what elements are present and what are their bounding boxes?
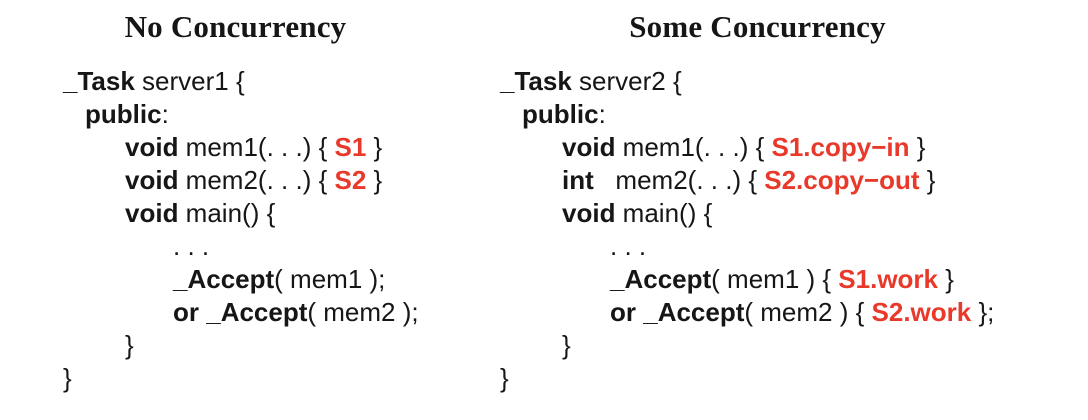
code-token: void [125, 132, 179, 162]
code-token: } [63, 363, 72, 393]
code-token: _Accept [206, 297, 308, 327]
panel-no-concurrency: No Concurrency _Task server1 {public:voi… [63, 8, 419, 395]
panel-some-concurrency: Some Concurrency _Task server2 {public:v… [500, 8, 1015, 395]
code-token: _Accept [643, 297, 745, 327]
code-line: } [63, 329, 408, 362]
code-line: . . . [63, 230, 408, 263]
code-token: } [366, 165, 383, 195]
code-token: server2 { [571, 66, 682, 96]
code-token: ( mem2 ); [307, 297, 419, 327]
code-line: int mem2(. . .) { S2.copy−out } [500, 164, 1015, 197]
code-token: int [562, 165, 594, 195]
code-token: ( mem1 ) { [711, 264, 839, 294]
code-token: or [610, 297, 636, 327]
code-token-highlight: S1 [334, 132, 367, 162]
code-line: . . . [500, 230, 1015, 263]
panel-title-some-concurrency: Some Concurrency [629, 9, 886, 44]
code-line: _Task server1 { [63, 65, 408, 98]
code-line: or _Accept( mem2 ) { S2.work }; [500, 296, 1015, 329]
code-line: void main() { [500, 197, 1015, 230]
code-line: void mem1(. . .) { S1.copy−in } [500, 131, 1015, 164]
code-token: mem2(. . .) { [178, 165, 335, 195]
code-line: void mem2(. . .) { S2 } [63, 164, 408, 197]
code-token: } [366, 132, 383, 162]
code-line: } [500, 329, 1015, 362]
code-token-highlight: S2 [334, 165, 367, 195]
code-line: void mem1(. . .) { S1 } [63, 131, 408, 164]
code-token: : [161, 99, 169, 129]
code-token-highlight: S2.copy−out [764, 165, 920, 195]
code-token: server1 { [134, 66, 245, 96]
code-line: public: [500, 98, 1015, 131]
code-token: ( mem2 ) { [744, 297, 872, 327]
code-line: _Accept( mem1 ); [63, 263, 408, 296]
code-token: mem1(. . .) { [615, 132, 772, 162]
code-token: _Accept [173, 264, 275, 294]
code-token-highlight: S1.copy−in [771, 132, 910, 162]
code-token: main() { [615, 198, 713, 228]
code-token-highlight: S2.work [871, 297, 972, 327]
code-token: main() { [178, 198, 276, 228]
code-token: _Accept [610, 264, 712, 294]
code-token: }; [971, 297, 995, 327]
code-token: void [125, 198, 179, 228]
code-token: } [919, 165, 936, 195]
code-line: or _Accept( mem2 ); [63, 296, 419, 329]
code-token: ( mem1 ); [274, 264, 386, 294]
code-block-server1: _Task server1 {public:void mem1(. . .) {… [63, 65, 419, 395]
code-token: mem2(. . .) { [593, 165, 765, 195]
code-token: . . . [610, 231, 647, 261]
code-token: void [562, 198, 616, 228]
code-token: : [598, 99, 606, 129]
code-token-highlight: S1.work [838, 264, 939, 294]
code-token: public [85, 99, 162, 129]
code-block-server2: _Task server2 {public:void mem1(. . .) {… [500, 65, 1015, 395]
code-token: } [562, 330, 571, 360]
panel-title-no-concurrency: No Concurrency [124, 9, 347, 44]
code-token: _Task [500, 66, 572, 96]
code-token: void [125, 165, 179, 195]
code-line: void main() { [63, 197, 408, 230]
code-token: } [500, 363, 509, 393]
code-line: _Accept( mem1 ) { S1.work } [500, 263, 1015, 296]
code-token: or [173, 297, 199, 327]
code-token: } [125, 330, 134, 360]
code-token: } [909, 132, 926, 162]
code-line: } [63, 362, 408, 395]
code-token: public [522, 99, 599, 129]
code-token: } [938, 264, 954, 294]
code-token: mem1(. . .) { [178, 132, 335, 162]
code-token: _Task [63, 66, 135, 96]
code-line: _Task server2 { [500, 65, 1015, 98]
code-line: } [500, 362, 1015, 395]
code-line: public: [63, 98, 408, 131]
code-token: void [562, 132, 616, 162]
code-token: . . . [173, 231, 210, 261]
